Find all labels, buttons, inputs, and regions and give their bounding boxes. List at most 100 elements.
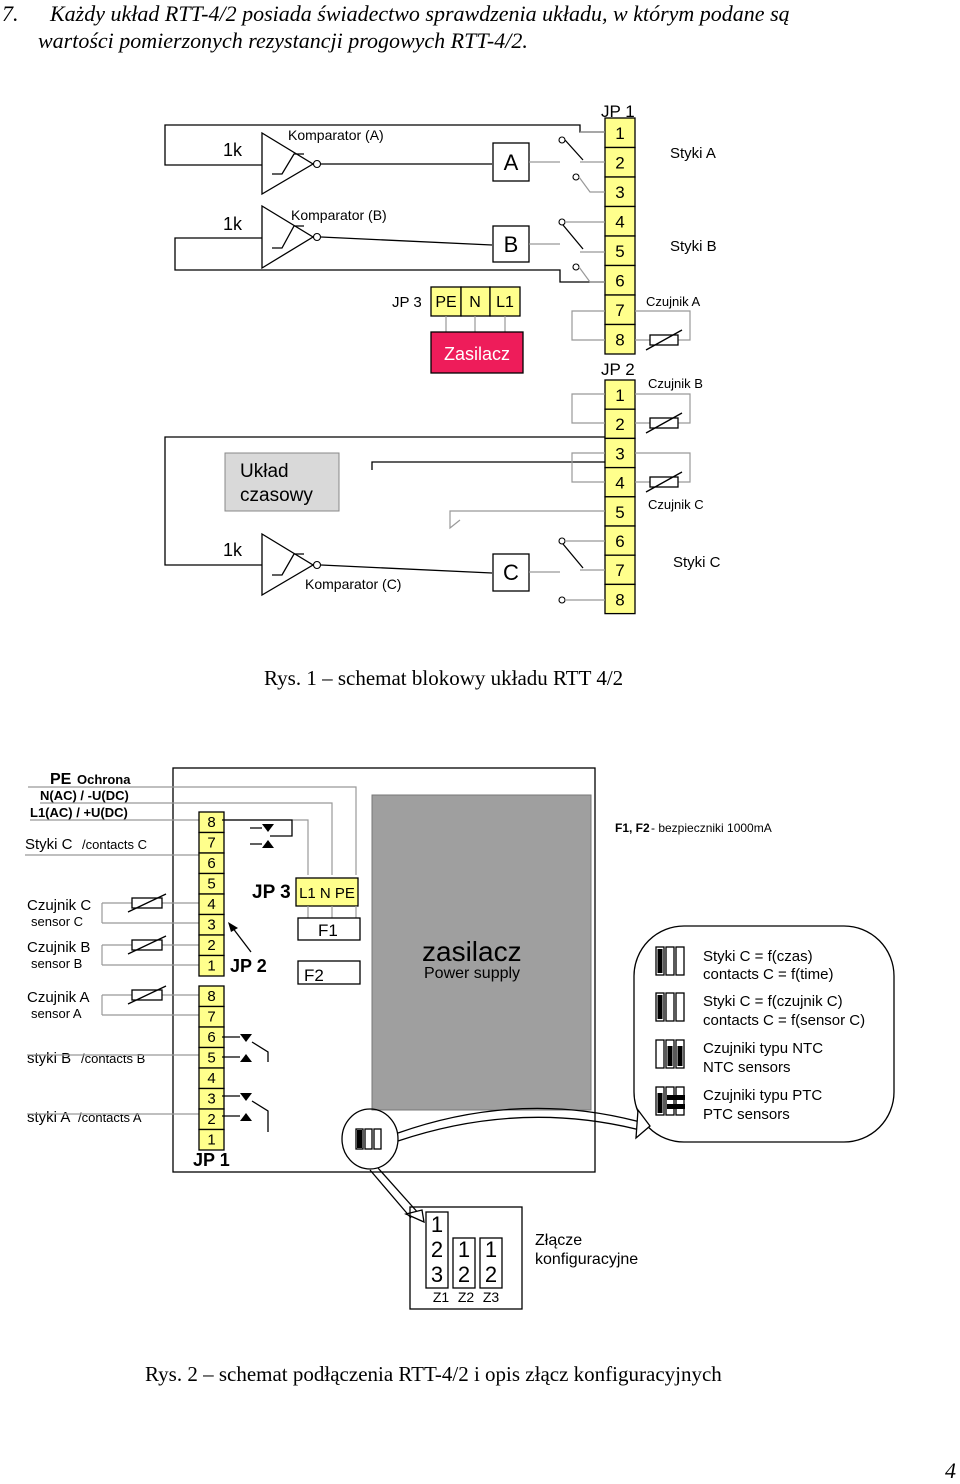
terminal-pin-number: 1 [615,386,624,405]
terminal-pin-number: 3 [207,1090,215,1107]
svg-text:1: 1 [485,1237,497,1262]
jp3-terminal: PE N L1 [430,286,521,317]
legend-0-line2: contacts C = f(time) [703,966,833,983]
figure-1-caption: Rys. 1 – schemat blokowy układu RTT 4/2 [264,666,624,690]
svg-text:2: 2 [431,1237,443,1262]
svg-text:PE: PE [435,294,456,311]
terminal-pin-cell [604,146,636,178]
terminal-pin-cell [604,554,636,586]
styki-c-label: Styki C [673,554,721,571]
terminal-pin-number: 1 [207,1131,215,1148]
relay-b-symbol [222,1034,269,1062]
legend-jumper-slot [665,946,675,976]
sensor-b-label: sensor B [31,956,82,971]
timer-block: Układ czasowy [224,452,340,512]
fuse-note-bold: F1, F2 [615,821,650,835]
svg-text:2: 2 [458,1262,470,1287]
svg-text:F2: F2 [304,966,324,985]
comparator-c-label: Komparator (C) [305,576,401,592]
relay-a-symbol [222,1093,269,1132]
svg-text:Power supply: Power supply [424,965,520,982]
svg-text:L1: L1 [496,294,514,311]
fuse-note: - bezpieczniki 1000mA [651,821,772,835]
section-number: 7. [2,1,19,26]
styki-a-main: styki A [27,1109,70,1126]
terminal-pin-number: 6 [615,532,624,551]
legend-1-line2: contacts C = f(sensor C) [703,1012,865,1029]
terminal-pin-number: 2 [615,415,624,434]
legend-jumper-slot [665,1086,675,1116]
legend-jumper-fill [667,1046,673,1066]
styki-b-sub: /contacts B [81,1051,145,1066]
intro-line-2: wartości pomierzonych rezystancji progow… [38,28,528,53]
svg-text:Zasilacz: Zasilacz [444,344,510,364]
l1ac-label: L1(AC) / +U(DC) [30,805,128,820]
styki-b-label: Styki B [670,238,717,255]
legend-jumper-bar [667,1104,685,1109]
svg-text:1: 1 [458,1237,470,1262]
legend-jumper-fill [657,995,663,1019]
svg-text:czasowy: czasowy [240,485,313,506]
styki-a-label: Styki A [670,145,716,162]
terminal-pin-number: 4 [207,896,215,913]
terminal-pin-number: 2 [615,154,624,173]
fuse-f2: F2 [297,960,361,985]
jp3-label: JP 3 [392,294,422,311]
terminal-pin-number: 8 [615,590,624,609]
terminal-pin-cell [604,294,636,326]
legend-jumper-slot [665,992,675,1022]
legend-jumper-fill [657,1093,663,1113]
czujnik-a-label: Czujnik A [27,989,90,1006]
svg-text:Z1: Z1 [433,1289,450,1305]
sensor-b-loop [635,393,691,434]
legend-3-line2: PTC sensors [703,1106,790,1123]
relay-a: A [492,142,530,182]
terminal-pin-number: 4 [615,474,624,493]
terminal-pin-number: 8 [207,988,215,1005]
czujnik-c-label: Czujnik C [648,497,704,512]
power-supply-block: Zasilacz [430,331,524,374]
figure-2-caption: Rys. 2 – schemat podłączenia RTT-4/2 i o… [145,1362,722,1386]
styki-a-sub: /contacts A [78,1110,142,1125]
svg-text:3: 3 [431,1262,443,1287]
relay-b-contacts [558,218,605,283]
terminal-pin-number: 5 [207,1049,215,1066]
legend-2-line1: Czujniki typu NTC [703,1040,823,1057]
svg-text:Z2: Z2 [458,1289,475,1305]
jp3-label: JP 3 [252,882,291,903]
terminal-pin-cell [198,954,225,977]
czujnik-c-label: Czujnik C [27,897,91,914]
svg-text:F1: F1 [318,921,338,940]
terminal-pin-number: 5 [207,875,215,892]
relay-c-symbol [222,819,293,848]
comparator-b-label: Komparator (B) [291,207,387,223]
terminal-pin-number: 3 [615,444,624,463]
legend-jumper-fill [677,1046,683,1066]
legend-jumper-bar [667,1095,685,1100]
legend-0-line1: Styki C = f(czas) [703,948,813,965]
sensor-c-loop [635,452,691,493]
svg-text:N: N [469,294,481,311]
terminal-pin-number: 6 [207,1029,215,1046]
terminal-pin-cell [604,264,636,296]
svg-text:1: 1 [431,1212,443,1237]
terminal-pin-number: 6 [207,855,215,872]
terminal-pin-number: 7 [615,301,624,320]
jp3-pins: L1 N PE [299,885,355,902]
nac-label: N(AC) / -U(DC) [40,788,129,803]
terminal-pin-number: 8 [615,331,624,350]
jp1-label: JP 1 [601,102,635,121]
wiring-diagram: zasilacz Power supply PE Ochrona N(AC) /… [25,767,895,1310]
terminal-pin-number: 7 [207,834,215,851]
svg-text:A: A [504,150,519,175]
terminal-pin-number: 1 [207,957,215,974]
czujnik-b-label: Czujnik B [648,376,703,391]
terminal-pin-cell [604,176,636,208]
svg-text:zasilacz: zasilacz [422,936,522,967]
sensor-a-label: sensor A [31,1006,82,1021]
legend-2-line2: NTC sensors [703,1059,791,1076]
comparator-a: 1k Komparator (A) [223,127,492,196]
